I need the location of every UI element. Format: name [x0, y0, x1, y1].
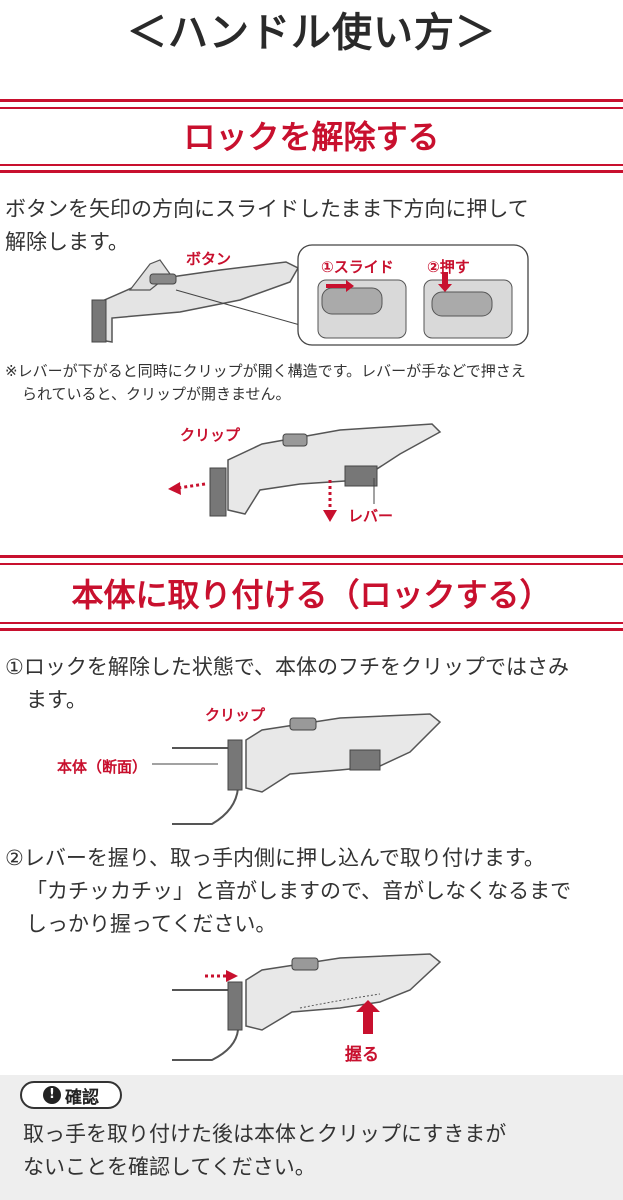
unlock-text-line1: ボタンを矢印の方向にスライドしたまま下方向に押して: [5, 197, 529, 221]
handle-shape: [227, 953, 442, 1031]
confirm-badge-label: 確認: [65, 1087, 99, 1108]
step2-line3: しっかり握ってください。: [26, 912, 277, 936]
section-rule-top-inner: [0, 107, 623, 109]
label-body-section: 本体（断面）: [57, 758, 148, 776]
confirm-text-line1: 取っ手を取り付けた後は本体とクリップにすきまが: [23, 1122, 507, 1146]
section-title-unlock: ロックを解除する: [183, 118, 440, 156]
confirm-text-line2: ないことを確認してください。: [23, 1155, 316, 1179]
label-clip: クリップ: [180, 426, 241, 444]
section-rule-bottom: [0, 628, 623, 631]
lever-grip-illustration: [172, 953, 442, 1061]
label-button: ボタン: [186, 250, 232, 268]
grip-up-arrow-icon: [356, 1000, 380, 1034]
handle-unlock-illustration: [91, 244, 529, 346]
confirm-badge: ! 確認: [20, 1081, 122, 1109]
section-rule-bottom: [0, 170, 623, 173]
handle-clip-lever-illustration: [168, 423, 442, 522]
handle-shape: [209, 423, 442, 517]
section-rule-top: [0, 555, 623, 558]
label-lever: レバー: [348, 507, 394, 525]
exclamation-icon: !: [43, 1086, 61, 1104]
label-slide: ①スライド: [321, 258, 394, 276]
note-line1: ※レバーが下がると同時にクリップが開く構造です。レバーが手などで押さえ: [5, 362, 526, 380]
handle-shape: [91, 259, 300, 343]
leader-line: [175, 289, 301, 326]
section-rule-top-inner: [0, 563, 623, 565]
step2-line1: ②レバーを握り、取っ手内側に押し込んで取り付けます。: [5, 846, 545, 870]
lever-down-arrow-icon: [323, 480, 337, 522]
step1-line2: ます。: [26, 688, 87, 712]
section-title-attach: 本体に取り付ける（ロックする）: [71, 576, 552, 614]
clip-open-arrow-icon: [168, 482, 206, 495]
label-grip: 握る: [345, 1045, 379, 1065]
label-press: ②押す: [427, 258, 470, 276]
step2-line2: 「カチッカチッ」と音がしますので、音がしなくなるまで: [26, 879, 572, 903]
page-title: ＜ハンドル使い方＞: [127, 10, 496, 56]
section-rule-top: [0, 99, 623, 102]
push-right-arrow-icon: [205, 970, 238, 982]
section-rule-bottom-inner: [0, 622, 623, 624]
handle-shape: [227, 713, 442, 793]
section-rule-bottom-inner: [0, 164, 623, 166]
detail-slide: [317, 279, 407, 339]
clip-attach-illustration: [152, 713, 442, 825]
step1-line1: ①ロックを解除した状態で、本体のフチをクリップではさみ: [5, 655, 569, 679]
unlock-text-line2: 解除します。: [5, 230, 129, 254]
note-line2: られていると、クリップが開きません。: [22, 385, 291, 403]
detail-press: [423, 272, 513, 339]
label-clip: クリップ: [205, 706, 266, 724]
